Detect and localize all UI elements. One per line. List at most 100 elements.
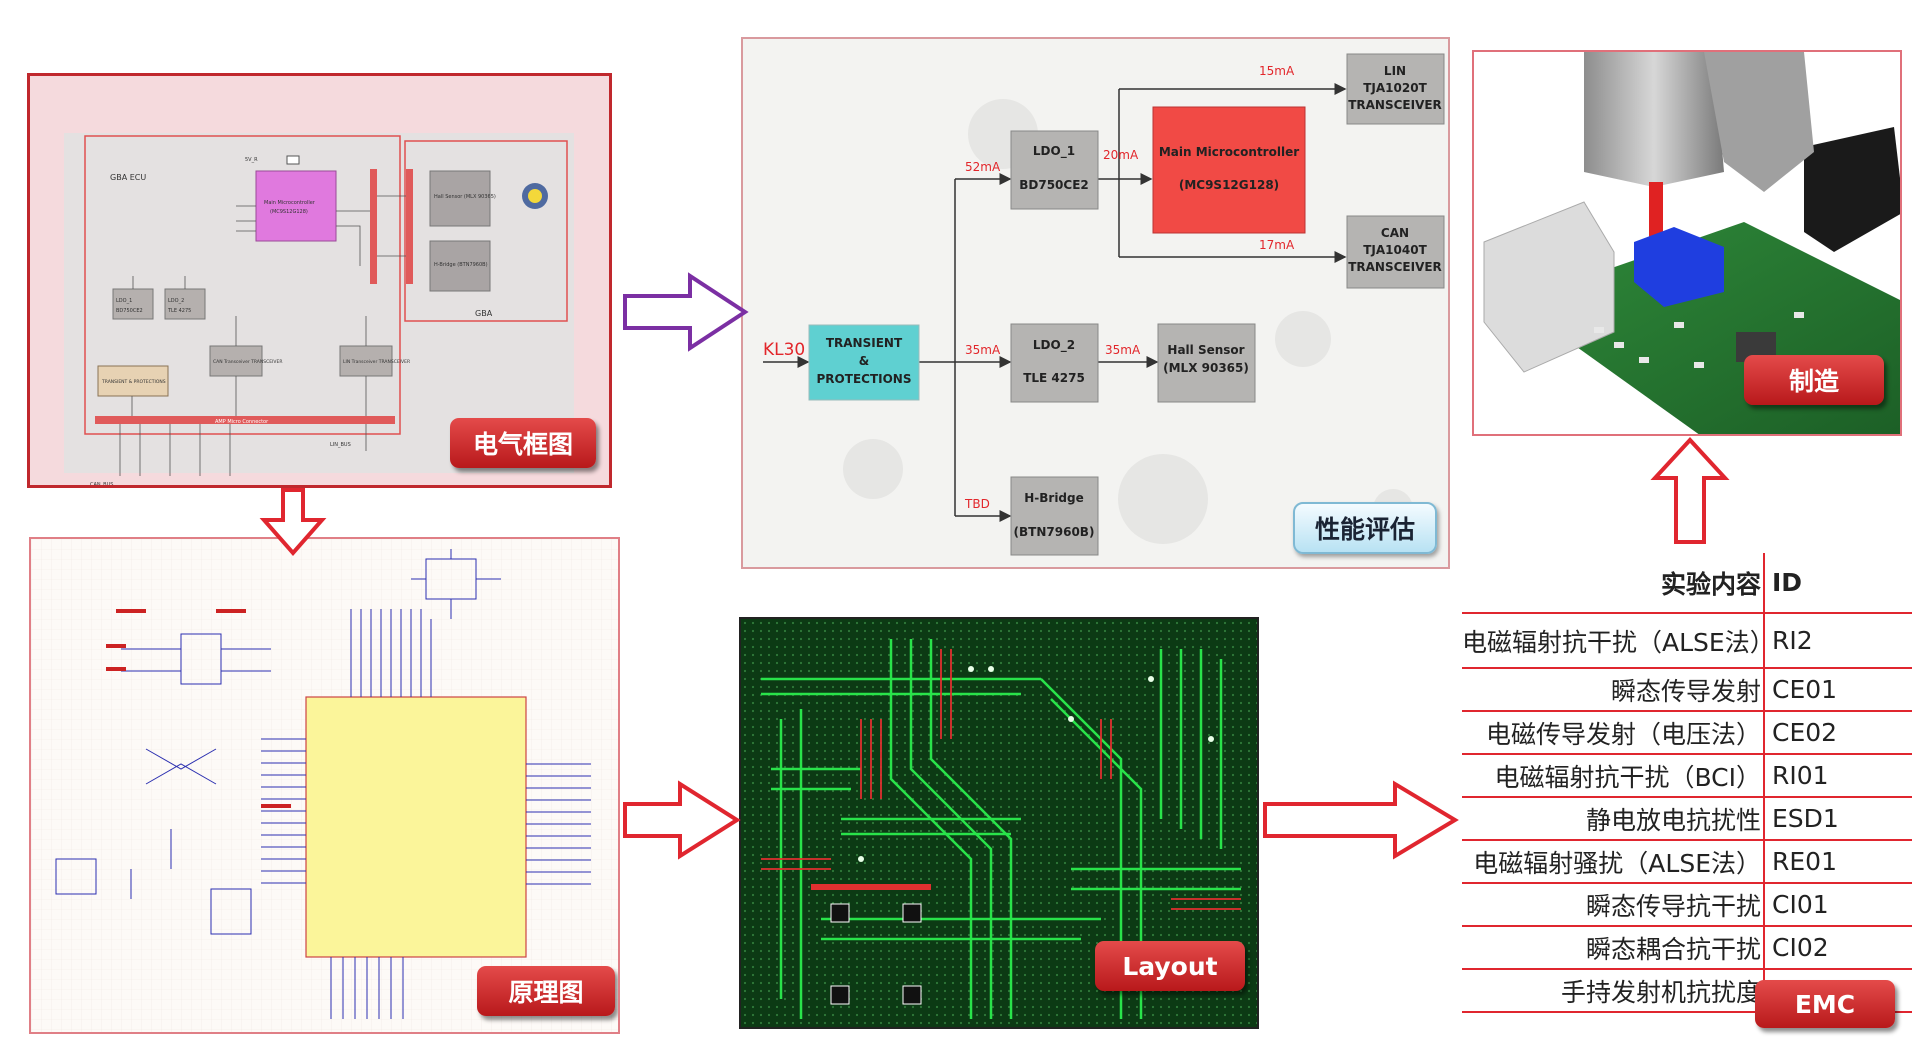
ldo1-label: LDO_1 xyxy=(1033,144,1075,159)
emc-test-name: 瞬态传导抗干扰 xyxy=(1462,883,1765,927)
current-20ma-label: 20mA xyxy=(1103,148,1139,162)
layout-label: Layout xyxy=(1095,941,1245,991)
emc-header-id: ID xyxy=(1764,553,1912,614)
ldo1-small-block xyxy=(112,288,154,320)
hbridge-part: (BTN7960B) xyxy=(1014,525,1095,539)
vertical-connector-b xyxy=(406,169,413,284)
transient-line1: TRANSIENT xyxy=(826,336,903,350)
current-52ma-label: 52mA xyxy=(965,160,1001,174)
arrow-to-performance-icon xyxy=(623,272,749,352)
emc-header-content: 实验内容 xyxy=(1462,553,1765,614)
block-diagram-wires xyxy=(119,195,406,476)
lin-line1: LIN xyxy=(1384,64,1406,78)
main-micro-small-part: (MC9S12G128) xyxy=(270,209,308,215)
transient-line3: PROTECTIONS xyxy=(817,372,912,386)
block-diagram-drawing: GBA ECU GBA Main Microcontroller (MC9S12… xyxy=(84,135,568,488)
emc-test-table: 实验内容 ID 电磁辐射抗干扰（ALSE法） RI2 瞬态传导发射 CE01 电… xyxy=(1462,553,1912,1013)
emc-test-id: CI02 xyxy=(1764,926,1912,970)
mcu-pins-left xyxy=(261,738,306,884)
hbridge-small-label: H-Bridge (BTN7960B) xyxy=(434,262,488,268)
schematic-drawing xyxy=(31,539,618,1032)
table-row: 瞬态传导发射 CE01 xyxy=(1462,668,1912,712)
can-bus-small-label: CAN_BUS xyxy=(90,482,113,488)
main-micro-block xyxy=(255,170,337,242)
transient-protection-block xyxy=(808,324,920,401)
ldo1-small-label: LDO_1 xyxy=(116,298,132,304)
ldo2-small-part: TLE 4275 xyxy=(167,308,191,314)
gba-boundary xyxy=(404,140,568,322)
blue-clip xyxy=(1634,227,1724,307)
performance-evaluation-label: 性能评估 xyxy=(1293,502,1437,554)
main-micro-small-label: Main Microcontroller xyxy=(264,200,316,206)
hall-sensor-small-label: Hall Sensor (MLX 90365) xyxy=(434,194,496,200)
pcb-pads xyxy=(811,884,931,1005)
black-block xyxy=(1804,127,1900,252)
can-small-block xyxy=(209,345,263,377)
can-line3: TRANSCEIVER xyxy=(1348,260,1442,274)
can-line1: CAN xyxy=(1381,226,1409,240)
electrical-block-diagram-panel: GBA ECU GBA Main Microcontroller (MC9S12… xyxy=(27,73,612,488)
lin-small-label: LIN Transceiver TRANSCEIVER xyxy=(343,359,410,365)
transient-small-label: TRANSIENT & PROTECTIONS xyxy=(101,379,166,385)
pcb-layout-panel: Layout xyxy=(739,617,1259,1029)
arrow-to-manufacturing-icon xyxy=(1650,437,1730,544)
emc-test-name: 手持发射机抗扰度 xyxy=(1462,969,1765,1013)
hall-sensor-small-block xyxy=(429,170,491,227)
current-tbd-label: TBD xyxy=(964,497,990,511)
amp-connector-label: AMP Micro Connector xyxy=(215,419,269,425)
ldo2-small-label: LDO_2 xyxy=(168,298,184,304)
ldo1-part: BD750CE2 xyxy=(1019,178,1089,192)
emc-test-name: 瞬态耦合抗干扰 xyxy=(1462,926,1765,970)
manufacturing-label: 制造 xyxy=(1744,355,1884,405)
table-row: 静电放电抗扰性 ESD1 xyxy=(1462,797,1912,841)
main-microcontroller-block xyxy=(1152,106,1306,234)
hall-sensor-label: Hall Sensor xyxy=(1167,343,1244,357)
background-bubbles xyxy=(843,99,1413,544)
ldo2-block xyxy=(1010,323,1099,403)
amp-connector-bar xyxy=(95,416,395,424)
smd-components xyxy=(1594,312,1804,368)
table-row: 电磁辐射骚扰（ALSE法） RE01 xyxy=(1462,840,1912,884)
main-micro-label: Main Microcontroller xyxy=(1159,145,1299,159)
gba-label: GBA xyxy=(475,309,493,318)
lin-transceiver-block xyxy=(1346,53,1445,125)
grey-gripper xyxy=(1584,52,1724,187)
hall-sensor-block xyxy=(1157,323,1256,403)
table-row: 瞬态耦合抗干扰 CI02 xyxy=(1462,926,1912,970)
can-line2: TJA1040T xyxy=(1363,243,1427,257)
emc-test-id: CE01 xyxy=(1764,668,1912,712)
emc-test-name: 电磁辐射抗干扰（BCI） xyxy=(1462,754,1765,798)
current-17ma-label: 17mA xyxy=(1259,238,1295,252)
emc-test-name: 静电放电抗扰性 xyxy=(1462,797,1765,841)
crystal-block xyxy=(286,155,300,165)
motor-core-icon xyxy=(528,189,542,203)
transient-small-block xyxy=(97,365,169,397)
ldo2-part: TLE 4275 xyxy=(1023,371,1085,385)
emc-test-id: RI2 xyxy=(1764,613,1912,669)
table-row: 电磁辐射抗干扰（ALSE法） RI2 xyxy=(1462,613,1912,669)
pcb-vias xyxy=(858,666,1214,862)
electrical-diagram-label: 电气框图 xyxy=(450,418,596,468)
emc-test-name: 电磁辐射抗干扰（ALSE法） xyxy=(1462,613,1765,669)
current-35ma-hall-label: 35mA xyxy=(1105,343,1141,357)
current-15ma-label: 15mA xyxy=(1259,64,1295,78)
emc-test-id: CE02 xyxy=(1764,711,1912,755)
ldo1-small-part: BD750CE2 xyxy=(116,308,143,314)
emc-test-id: RE01 xyxy=(1764,840,1912,884)
manufacturing-panel: 制造 xyxy=(1472,50,1902,436)
mcu-pins-bottom xyxy=(330,957,404,1019)
current-35ma-ldo2-label: 35mA xyxy=(965,343,1001,357)
table-row: 电磁传导发射（电压法） CE02 xyxy=(1462,711,1912,755)
hall-sensor-part: (MLX 90365) xyxy=(1163,361,1249,375)
gba-ecu-boundary xyxy=(84,135,401,435)
emc-test-id: ESD1 xyxy=(1764,797,1912,841)
can-transceiver-block xyxy=(1346,215,1445,289)
power-budget-diagram: KL30 52mA 35mA TBD 20mA 35mA 15mA 17mA T… xyxy=(763,53,1445,556)
pcb-traces-red xyxy=(761,649,1241,910)
kl30-label: KL30 xyxy=(763,340,805,360)
arrow-to-layout-icon xyxy=(623,780,741,860)
performance-evaluation-panel: KL30 52mA 35mA TBD 20mA 35mA 15mA 17mA T… xyxy=(741,37,1450,569)
net-labels xyxy=(106,609,291,808)
lin-bus-small-label: LIN_BUS xyxy=(330,442,351,448)
emc-test-name: 电磁传导发射（电压法） xyxy=(1462,711,1765,755)
